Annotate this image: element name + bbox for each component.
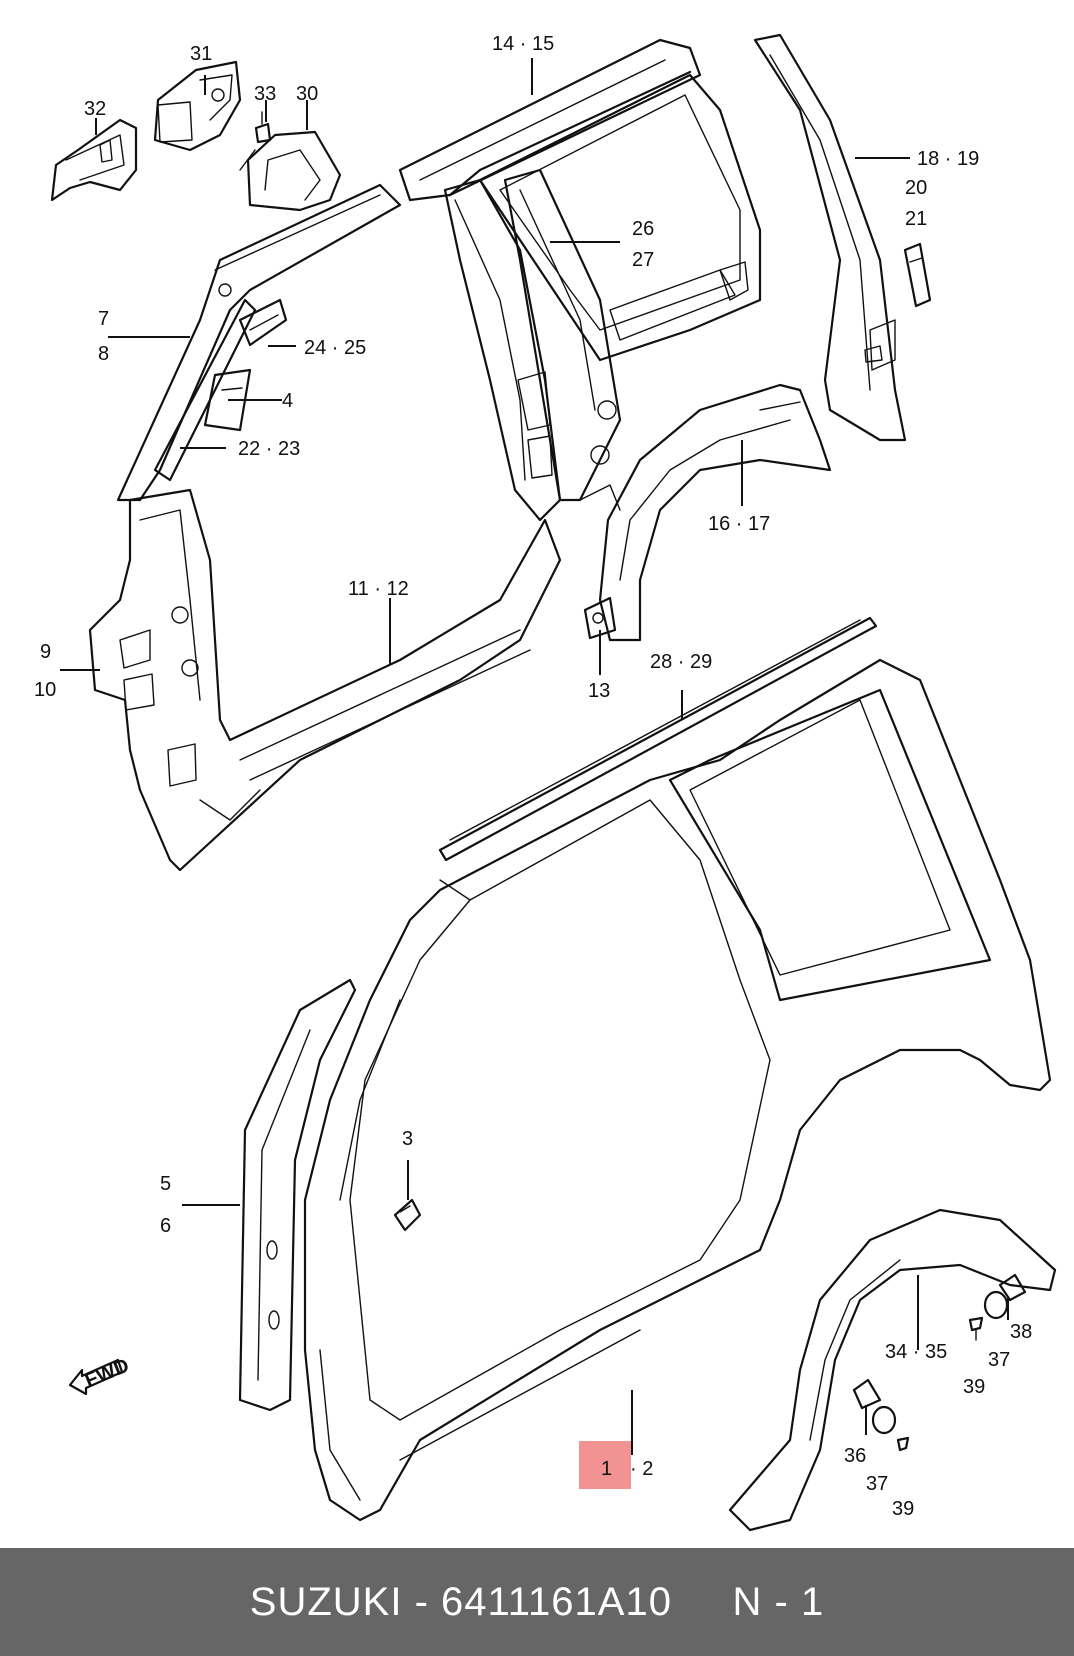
part-37-grommet-upper	[983, 1290, 1009, 1320]
fwd-label: FWD	[82, 1355, 132, 1392]
callout-4: 4	[282, 390, 293, 412]
callout-labels: 14 · 15 31 32 33 30 18 · 19 20 21 26 27 …	[34, 33, 1032, 1520]
callout-28-29: 28 · 29	[650, 651, 712, 673]
part-36-bracket	[852, 1378, 882, 1410]
part-30-pocket	[239, 130, 342, 212]
part-26-27-inner-quarter	[478, 73, 762, 362]
part-11-12-inner-side	[88, 488, 562, 872]
part-center-pillar-inner	[443, 168, 622, 522]
part-14-15-roof-rail	[398, 38, 702, 202]
part-38-bracket	[998, 1273, 1027, 1302]
part-22-23-strip	[153, 298, 257, 482]
callout-3: 3	[402, 1128, 413, 1150]
part-18-19-rear-pillar	[753, 33, 907, 442]
callout-18-19: 18 · 19	[917, 148, 979, 170]
part-7-8-front-pillar	[116, 183, 402, 502]
part-37-grommet-lower	[871, 1405, 897, 1435]
part-34-35-flare	[728, 1208, 1057, 1532]
part-1-2-outer-side	[303, 658, 1052, 1522]
callout-20: 20	[905, 177, 927, 199]
callout-10: 10	[34, 679, 56, 701]
leader-lines	[60, 58, 1009, 1455]
callout-39-lower: 39	[892, 1498, 914, 1520]
callout-31: 31	[190, 43, 212, 65]
part-5-6-pillar	[238, 978, 357, 1412]
part-32-bracket	[50, 118, 138, 202]
callout-30: 30	[296, 83, 318, 105]
callout-34-35: 34 · 35	[885, 1341, 947, 1363]
callout-33: 33	[254, 83, 276, 105]
callout-32: 32	[84, 98, 106, 120]
highlight-part-1	[579, 1441, 631, 1489]
footer-part-number: SUZUKI - 6411161A10 N - 1	[249, 1579, 825, 1624]
part-39-screw-lower	[896, 1436, 910, 1452]
fwd-arrow-icon: FWD	[68, 1355, 132, 1396]
parts-diagram: FWD 14 · 15 31 32 33 30 18 · 19 20	[34, 33, 1057, 1532]
callout-37-lower: 37	[866, 1473, 888, 1495]
part-33-clip	[254, 111, 272, 144]
callout-22-23: 22 · 23	[238, 438, 300, 460]
callout-5: 5	[160, 1173, 171, 1195]
part-13-patch	[583, 596, 617, 640]
callout-11-12: 11 · 12	[348, 578, 409, 600]
callout-36: 36	[844, 1445, 866, 1467]
part-16-17-wheelhouse	[598, 383, 832, 642]
callout-2: · 2	[630, 1458, 653, 1480]
callout-1: 1	[601, 1458, 612, 1480]
part-4-plate	[203, 368, 252, 432]
part-28-29-molding	[438, 616, 878, 862]
callout-21: 21	[905, 208, 927, 230]
callout-37-upper: 37	[988, 1349, 1010, 1371]
callout-27: 27	[632, 249, 654, 271]
callout-6: 6	[160, 1215, 171, 1237]
part-31-plate	[153, 60, 242, 152]
part-20-21-bracket	[903, 242, 932, 308]
callout-24-25: 24 · 25	[304, 337, 366, 359]
callout-7: 7	[98, 308, 109, 330]
callout-8: 8	[98, 343, 109, 365]
part-24-25-reinforcement	[238, 298, 288, 347]
callout-13: 13	[588, 680, 610, 702]
footer-bar: SUZUKI - 6411161A10 N - 1	[0, 1548, 1074, 1656]
callout-9: 9	[40, 641, 51, 663]
callout-39-upper: 39	[963, 1376, 985, 1398]
callout-38: 38	[1010, 1321, 1032, 1343]
part-3-clip	[393, 1198, 422, 1232]
callout-14-15: 14 · 15	[492, 33, 554, 55]
part-39-screw-upper	[968, 1316, 984, 1341]
callout-26: 26	[632, 218, 654, 240]
callout-16-17: 16 · 17	[708, 513, 770, 535]
